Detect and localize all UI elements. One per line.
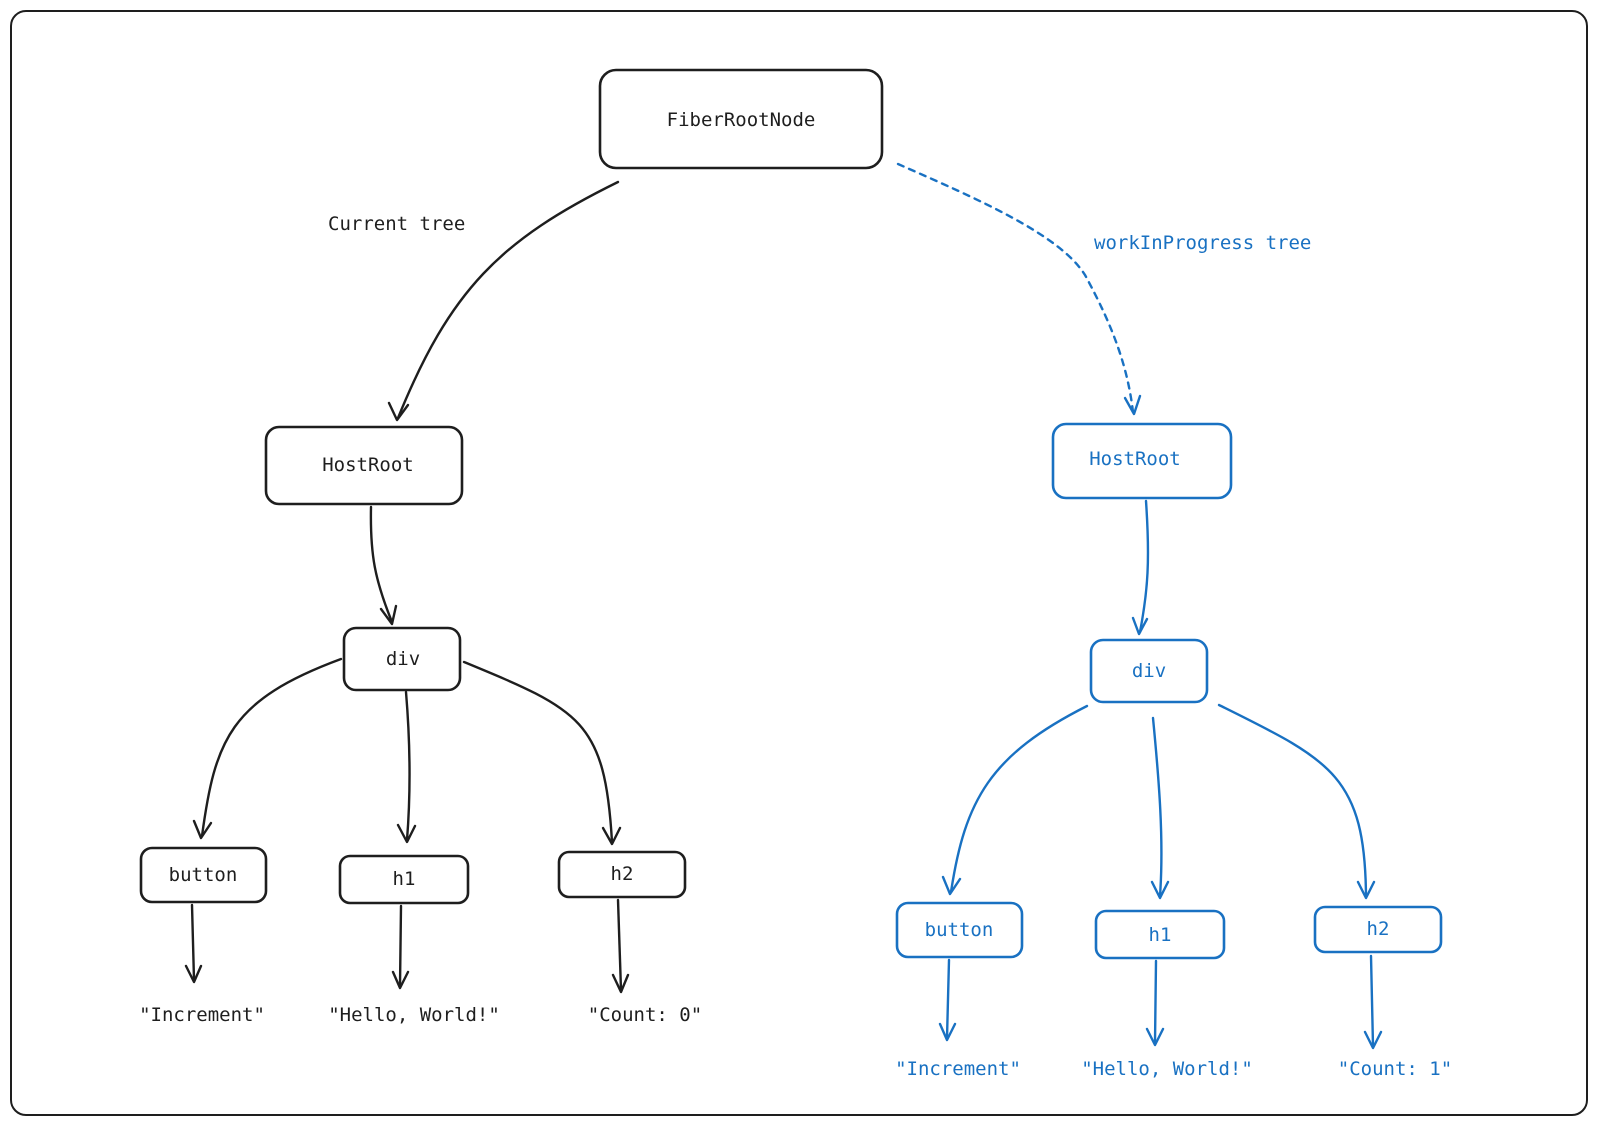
edge-root-to-hostroot — [396, 180, 620, 420]
arrowhead — [1123, 394, 1142, 416]
wip-button-text: "Increment" — [895, 1058, 1021, 1080]
wip-tree-label: workInProgress tree — [1094, 232, 1311, 254]
current-h2-text: "Count: 0" — [588, 1004, 702, 1026]
edge-wip-div-to-h2 — [1217, 703, 1368, 898]
edge-h2-to-text — [616, 898, 623, 992]
wip-div-label: div — [1132, 660, 1166, 682]
fiber-root-box — [598, 68, 884, 170]
wip-h2-box — [1313, 905, 1443, 954]
current-div-label: div — [386, 648, 420, 670]
fiber-root-label: FiberRootNode — [667, 109, 816, 131]
wip-tree: workInProgress tree HostRoot div button … — [895, 162, 1452, 1080]
edge-wip-div-to-button — [949, 704, 1089, 894]
arrowhead — [391, 970, 410, 990]
current-button-text: "Increment" — [139, 1004, 265, 1026]
current-h1-text: "Hello, World!" — [328, 1004, 500, 1026]
wip-div-box — [1089, 638, 1209, 704]
fiber-root-node: FiberRootNode — [598, 68, 884, 170]
edge-button-to-text — [190, 903, 196, 982]
edge-wip-hostroot-to-div — [1138, 499, 1150, 634]
edge-div-to-h2 — [462, 660, 614, 844]
arrowhead — [1145, 1027, 1165, 1047]
arrowhead — [1131, 616, 1149, 636]
arrowhead — [192, 819, 213, 840]
current-h2-box — [557, 850, 687, 899]
arrowhead — [1150, 880, 1170, 900]
edge-div-to-button — [200, 657, 343, 838]
arrowhead — [1363, 1030, 1383, 1050]
current-tree: Current tree HostRoot div button h1 h2 — [139, 180, 702, 1026]
current-hostroot-label: HostRoot — [322, 454, 414, 476]
arrowhead — [601, 826, 622, 846]
edge-wip-div-to-h1 — [1151, 716, 1163, 898]
current-div-box — [342, 626, 462, 692]
wip-button-box — [895, 901, 1024, 959]
edge-div-to-h1 — [404, 690, 411, 842]
wip-h1-label: h1 — [1149, 924, 1172, 946]
wip-h1-text: "Hello, World!" — [1081, 1058, 1253, 1080]
wip-hostroot-label: HostRoot — [1089, 448, 1181, 470]
edge-wip-h2-to-text — [1369, 954, 1375, 1048]
edge-h1-to-text — [398, 904, 403, 988]
arrowhead — [379, 604, 398, 626]
arrowhead — [938, 1022, 957, 1042]
wip-h2-text: "Count: 1" — [1338, 1058, 1452, 1080]
wip-button-label: button — [925, 919, 994, 941]
edge-wip-button-to-text — [945, 958, 951, 1040]
wip-h2-label: h2 — [1367, 918, 1390, 940]
current-h1-label: h1 — [393, 868, 416, 890]
edge-root-to-wip-hostroot — [896, 162, 1135, 414]
current-h2-label: h2 — [611, 863, 634, 885]
current-button-label: button — [169, 864, 238, 886]
current-h1-box — [338, 854, 470, 905]
edge-wip-h1-to-text — [1153, 959, 1158, 1045]
arrowhead — [396, 823, 417, 844]
edge-hostroot-to-div — [369, 505, 394, 624]
arrowhead — [611, 973, 630, 994]
arrowhead — [1356, 880, 1376, 900]
arrowhead — [941, 875, 962, 896]
current-hostroot-box — [264, 425, 464, 506]
current-button-box — [139, 846, 268, 904]
arrowhead — [184, 964, 203, 984]
arrowhead — [387, 401, 410, 422]
wip-h1-box — [1094, 909, 1226, 960]
wip-hostroot-box — [1051, 422, 1233, 500]
current-tree-label: Current tree — [328, 213, 465, 235]
